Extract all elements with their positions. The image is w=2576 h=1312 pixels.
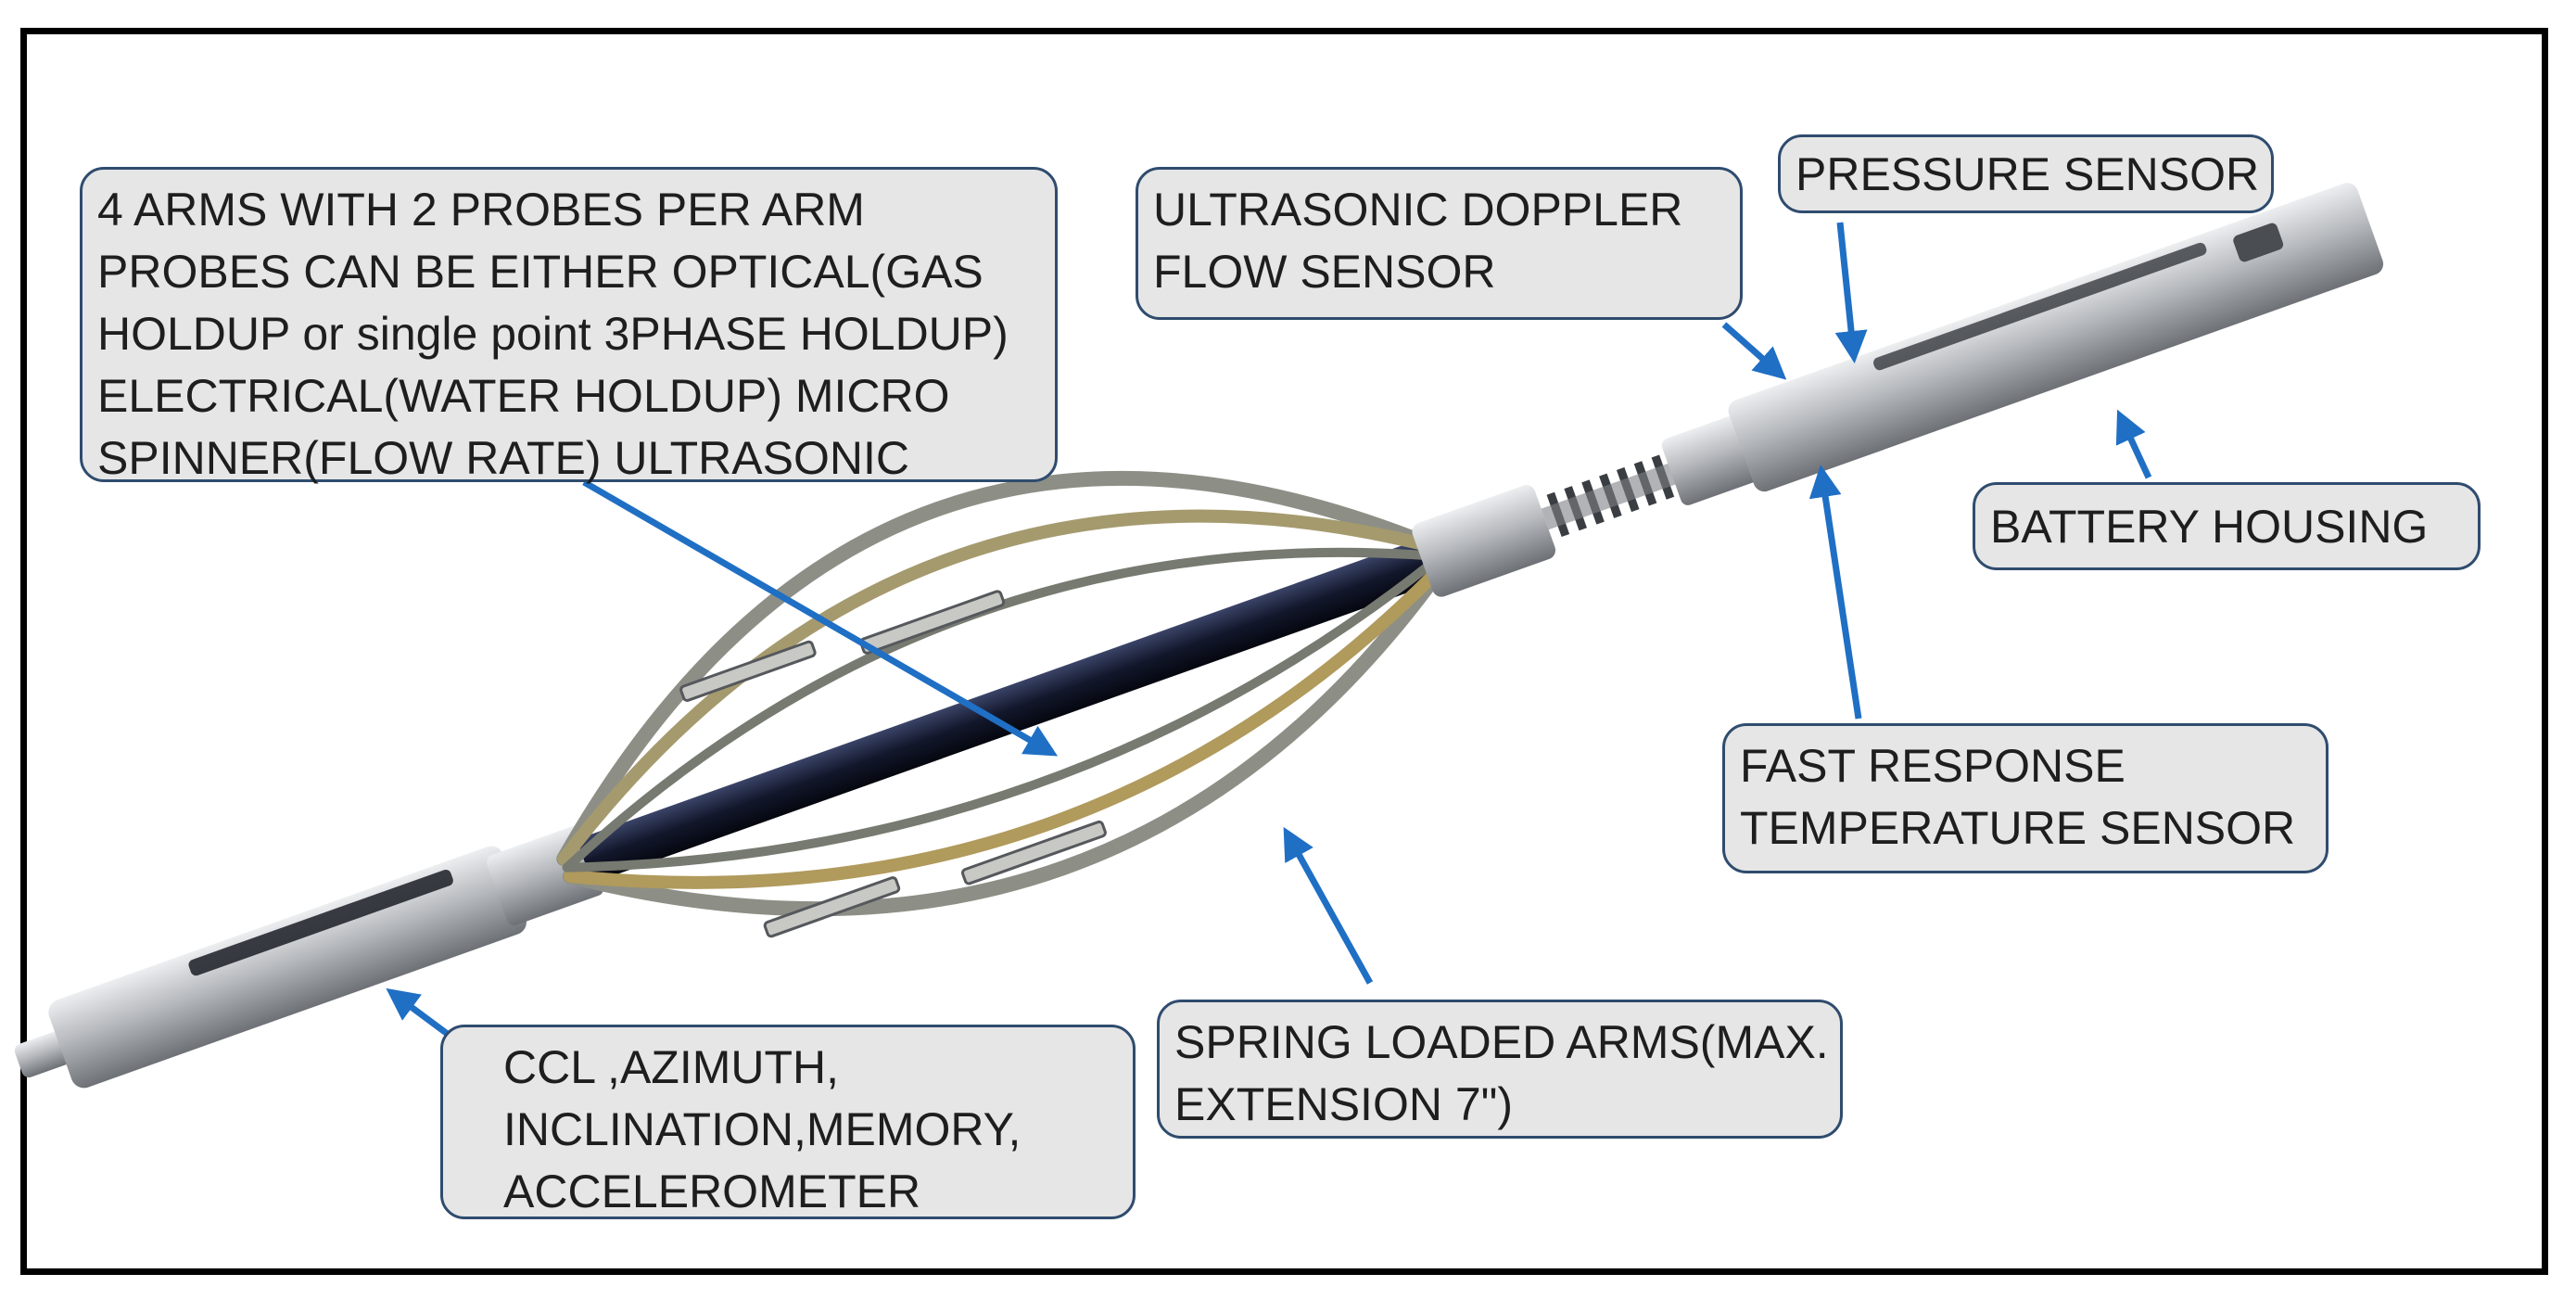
label-line: ULTRASONIC DOPPLER	[1153, 184, 1683, 236]
label-line: SPINNER(FLOW RATE) ULTRASONIC	[97, 432, 909, 484]
pointer-arrows	[386, 222, 2152, 1043]
central-tube	[578, 537, 1446, 881]
label-arms-probes: 4 ARMS WITH 2 PROBES PER ARM PROBES CAN …	[80, 167, 1058, 484]
label-line: HOLDUP or single point 3PHASE HOLDUP)	[97, 308, 1009, 360]
label-battery-housing: BATTERY HOUSING	[1973, 482, 2481, 570]
arm-probes	[679, 590, 1107, 938]
label-line: CCL ,AZIMUTH,	[503, 1041, 840, 1093]
label-line: FAST RESPONSE	[1740, 740, 2126, 792]
label-line: 4 ARMS WITH 2 PROBES PER ARM	[97, 184, 865, 236]
label-temperature-sensor: FAST RESPONSE TEMPERATURE SENSOR	[1722, 723, 2329, 873]
label-line: ELECTRICAL(WATER HOLDUP) MICRO	[97, 370, 950, 422]
battery-housing	[1728, 183, 2384, 492]
label-line: SPRING LOADED ARMS(MAX.	[1174, 1016, 1829, 1068]
logging-tool	[14, 183, 2384, 1089]
label-doppler-flow-sensor: ULTRASONIC DOPPLER FLOW SENSOR	[1136, 167, 1743, 320]
arrow-pressure	[1834, 222, 1868, 363]
label-line: FLOW SENSOR	[1153, 246, 1496, 298]
top-slot	[2233, 223, 2284, 262]
arrow-arms	[582, 478, 1059, 757]
label-pressure-sensor: PRESSURE SENSOR	[1778, 134, 2274, 213]
arrow-temperature	[1808, 465, 1862, 720]
arrow-battery	[2115, 409, 2152, 479]
label-line: INCLINATION,MEMORY,	[503, 1103, 1022, 1155]
upper-hub	[1412, 485, 1556, 597]
label-line: BATTERY HOUSING	[1990, 501, 2429, 553]
label-ccl-azimuth: CCL ,AZIMUTH, INCLINATION,MEMORY, ACCELE…	[440, 1025, 1136, 1219]
battery-slot	[1873, 242, 2207, 371]
label-spring-loaded-arms: SPRING LOADED ARMS(MAX. EXTENSION 7")	[1157, 1000, 1843, 1139]
label-line: PROBES CAN BE EITHER OPTICAL(GAS	[97, 246, 983, 298]
bottom-housing	[48, 846, 527, 1089]
label-line: ACCELEROMETER	[503, 1166, 921, 1217]
arrow-doppler	[1721, 322, 1787, 380]
sensor-sub	[1661, 414, 1760, 505]
label-line: EXTENSION 7")	[1174, 1078, 1514, 1130]
spring-arms	[556, 471, 1452, 917]
label-line: TEMPERATURE SENSOR	[1740, 802, 2296, 854]
housing-slot	[188, 869, 453, 976]
arrow-spring	[1283, 826, 1374, 985]
label-line: PRESSURE SENSOR	[1796, 148, 2260, 200]
